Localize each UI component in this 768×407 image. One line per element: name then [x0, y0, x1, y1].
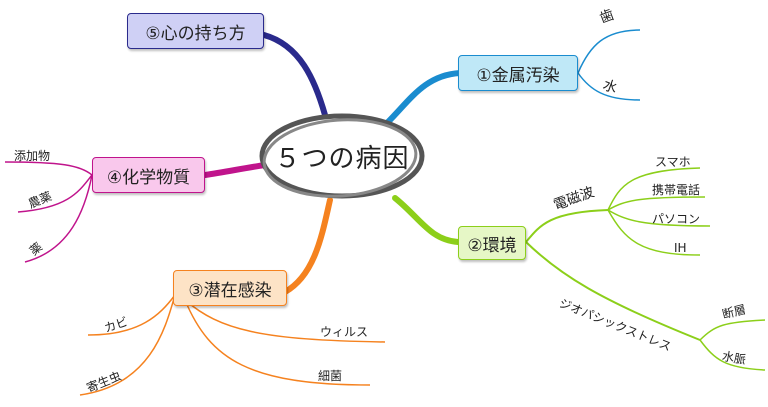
leaf-line-noyaku	[17, 174, 93, 213]
topic-kokoro-no-mochikata[interactable]: ⑤心の持ち方	[127, 13, 264, 49]
leaf-virus[interactable]: ウィルス	[320, 325, 369, 339]
leaf-line-ha	[577, 29, 641, 74]
central-topic[interactable]: ５つの病因	[262, 115, 422, 197]
central-topic-label: ５つの病因	[274, 143, 410, 174]
connector-kagaku	[202, 162, 268, 178]
topic-senzai-kansen[interactable]: ③潜在感染	[173, 270, 287, 306]
leaf-line-kiseichu	[79, 294, 176, 396]
leaf-smaho[interactable]: スマホ	[655, 155, 691, 169]
leaf-line-tenka	[4, 161, 93, 176]
topic-kokoro-no-mochikata-label: ⑤心の持ち方	[145, 23, 246, 44]
topic-kagaku-busshitsu-label: ④化学物質	[106, 167, 191, 188]
leaf-ih[interactable]: IH	[674, 241, 687, 255]
leaf-line-virus	[184, 299, 386, 343]
leaf-line-saikin	[184, 299, 371, 386]
leaf-line-smaho	[607, 167, 701, 211]
leaf-line-pc	[607, 209, 711, 227]
leaf-tenkabutsu[interactable]: 添加物	[14, 149, 51, 163]
leaf-suimyaku[interactable]: 水脈	[720, 349, 748, 367]
sub-line-denji	[525, 209, 609, 243]
connector-kokoro	[261, 32, 328, 118]
connector-kinzoku	[385, 70, 463, 125]
leaf-line-kusuri	[24, 174, 93, 263]
topic-kankyo[interactable]: ②環境	[458, 226, 526, 260]
leaf-line-ih	[607, 209, 701, 256]
connector-kankyo	[392, 195, 461, 245]
sub-line-geo	[525, 241, 701, 341]
leaf-line-mizu	[577, 72, 641, 101]
leaf-line-danso	[699, 319, 766, 341]
leaf-keitai-denwa[interactable]: 携帯電話	[652, 183, 701, 197]
topic-kinzoku-osen-label: ①金属汚染	[476, 65, 560, 86]
leaf-pasokon[interactable]: パソコン	[652, 212, 701, 226]
connector-senzai	[282, 197, 333, 295]
center-outline-2	[262, 118, 418, 198]
topic-senzai-kansen-label: ③潜在感染	[188, 280, 272, 301]
topic-kankyo-label: ②環境	[467, 235, 517, 256]
topic-kagaku-busshitsu[interactable]: ④化学物質	[92, 157, 205, 193]
leaf-line-keitai	[607, 196, 706, 211]
leaf-line-kabi	[87, 294, 176, 336]
leaf-line-suimyaku	[699, 339, 766, 371]
leaf-saikin[interactable]: 細菌	[318, 369, 343, 383]
topic-kinzoku-osen[interactable]: ①金属汚染	[458, 55, 578, 91]
